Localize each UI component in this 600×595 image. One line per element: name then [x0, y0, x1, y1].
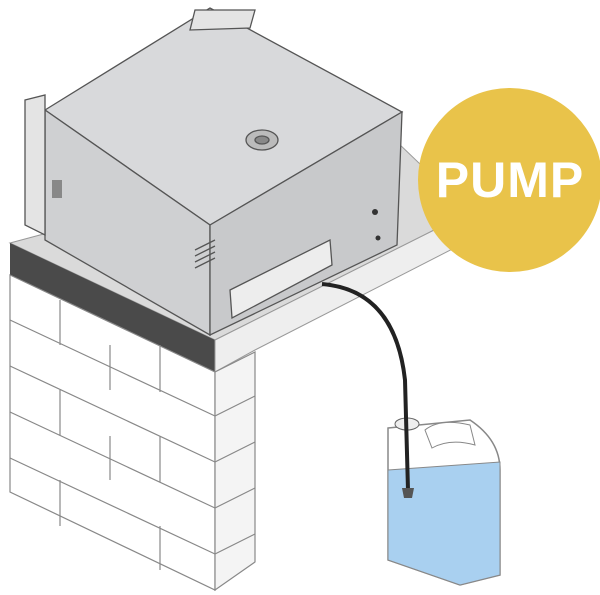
- pump-label: PUMP: [435, 152, 585, 208]
- brick-wall: [9, 274, 256, 592]
- hose-filter: [402, 488, 414, 498]
- pump-badge: PUMP: [418, 88, 600, 272]
- drain-hose: [321, 282, 410, 491]
- water-canister: [387, 417, 501, 586]
- appliance-illustration: [24, 7, 404, 337]
